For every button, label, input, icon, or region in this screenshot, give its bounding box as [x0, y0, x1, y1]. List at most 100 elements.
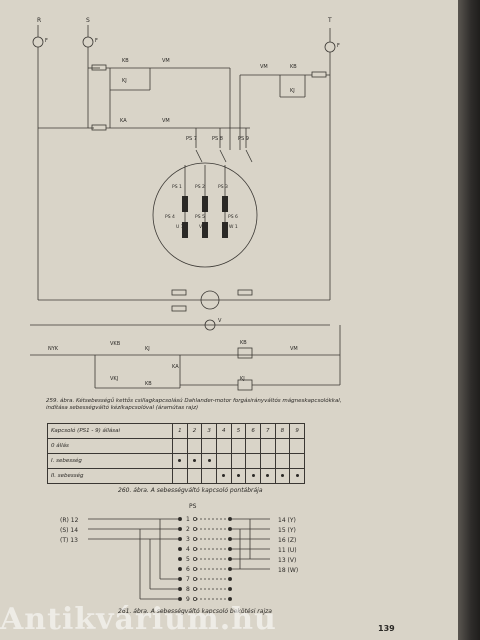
dot-marker	[192, 459, 196, 462]
contact-kb-1: KB	[122, 58, 129, 64]
contact-vm-1: VM	[162, 58, 170, 64]
dot-marker	[222, 474, 226, 477]
fuse-label-t: F	[337, 43, 340, 49]
contact-vm-3: VM	[260, 64, 268, 70]
table-cell	[186, 468, 203, 484]
control-kj-2: KJ	[240, 376, 245, 382]
table-cell	[245, 468, 261, 484]
ps-position-label: 3	[186, 536, 190, 543]
dahlander-motor-circuit-diagram: R S T F F F KB KJ VM KA VM VM KB KJ	[30, 17, 341, 391]
winding-label-v1: V 1	[199, 224, 207, 230]
winding-label-ps1: PS 1	[172, 184, 182, 190]
supply-label-t: T	[327, 17, 332, 24]
dot-marker	[251, 474, 255, 477]
control-kj-1: KJ	[145, 346, 150, 352]
winding-label-w1: W 1	[229, 224, 238, 230]
left-terminal-t: (T) 13	[60, 537, 78, 544]
control-kb-2: KB	[240, 340, 247, 346]
supply-label-s: S	[86, 17, 90, 24]
right-terminal-2: 15 (Y)	[278, 527, 296, 534]
switch-position-table: Kapcsoló (PS1 - 9) állásai 1 2 3 4 5 6 7…	[47, 423, 305, 484]
fuse-r	[32, 36, 44, 48]
figure-261-caption: 261. ábra. A sebességváltó kapcsoló bekö…	[118, 608, 272, 615]
winding-label-ps5: PS 5	[195, 214, 205, 220]
table-row-label: I. sebesség	[47, 453, 173, 469]
table-cell	[215, 453, 232, 469]
table-cell	[186, 453, 203, 469]
table-row: I. sebesség	[47, 453, 305, 469]
control-ka: KA	[172, 364, 179, 370]
watermark: Antikvárium.hu	[0, 602, 277, 637]
ps-position-label: 2	[186, 526, 190, 533]
ps-position-label: 5	[186, 556, 190, 563]
winding-label-u1: U 1	[176, 224, 184, 230]
control-vkb: VKB	[110, 341, 121, 347]
ps-position-label: 7	[186, 576, 190, 583]
figure-259-caption: 259. ábra. Kétsebességű kettős csillagka…	[46, 398, 342, 411]
table-header-cell: 4	[215, 423, 232, 439]
table-header-cell: 2	[186, 423, 203, 439]
ps-position-label: 1	[186, 516, 190, 523]
table-row-label: II. sebesség	[47, 468, 173, 484]
control-kb-1: KB	[145, 381, 152, 387]
table-header-cell: 6	[245, 423, 261, 439]
table-header-cell: 8	[274, 423, 291, 439]
right-terminal-4: 11 (U)	[278, 547, 297, 554]
dot-marker	[295, 474, 299, 477]
ps-position-label: 9	[186, 596, 190, 603]
table-header-cell: 3	[201, 423, 217, 439]
contact-ka: KA	[120, 118, 127, 124]
contact-vm-2: VM	[162, 118, 170, 124]
left-terminal-r: (R) 12	[60, 517, 79, 524]
left-terminal-s: (S) 14	[60, 527, 78, 534]
table-cell	[274, 438, 291, 454]
contact-kj-2: KJ	[290, 88, 295, 94]
table-cell	[289, 438, 305, 454]
table-cell	[172, 453, 188, 469]
fuse-t	[324, 41, 336, 53]
terminal-point	[177, 547, 182, 552]
winding-label-ps6: PS 6	[228, 214, 238, 220]
table-cell	[172, 468, 188, 484]
table-cell	[186, 438, 203, 454]
table-cell	[201, 438, 217, 454]
terminal-point	[177, 557, 182, 562]
contact-kj-1: KJ	[122, 78, 127, 84]
page-number: 139	[378, 624, 395, 633]
control-vkj: VKJ	[110, 376, 118, 382]
right-terminal-3: 16 (Z)	[278, 537, 296, 544]
table-row: II. sebesség	[47, 468, 305, 484]
dot-marker	[236, 474, 240, 477]
switch-label-ps8: PS 8	[212, 136, 223, 142]
table-cell	[201, 468, 217, 484]
table-header-cell: 5	[230, 423, 247, 439]
dot-marker	[178, 459, 182, 462]
table-cell	[245, 453, 261, 469]
terminal-point	[177, 567, 182, 572]
motor-circle	[152, 162, 258, 268]
ps-position-label: 4	[186, 546, 190, 553]
switch-label-ps7: PS 7	[186, 136, 197, 142]
table-cell	[259, 453, 276, 469]
fuse-label-r: F	[45, 38, 48, 44]
table-cell	[215, 438, 232, 454]
book-page: R S T F F F KB KJ VM KA VM VM KB KJ	[0, 0, 458, 640]
table-header-row: Kapcsoló (PS1 - 9) állásai 1 2 3 4 5 6 7…	[47, 423, 305, 439]
contact-kb-2: KB	[290, 64, 297, 70]
table-header-cell: Kapcsoló (PS1 - 9) állásai	[47, 423, 173, 439]
table-cell	[274, 453, 291, 469]
table-header-cell: 7	[259, 423, 276, 439]
supply-label-r: R	[37, 17, 41, 24]
table-cell	[245, 438, 261, 454]
table-cell	[289, 453, 305, 469]
table-header-cell: 9	[289, 423, 305, 439]
table-cell	[259, 438, 276, 454]
voltmeter-label: V	[218, 318, 222, 324]
table-cell	[274, 468, 291, 484]
switch-label-ps9: PS 9	[238, 136, 249, 142]
figure-260-caption: 260. ábra. A sebességváltó kapcsoló pont…	[118, 487, 263, 494]
winding-label-ps4: PS 4	[165, 214, 175, 220]
table-cell	[230, 453, 247, 469]
table-cell	[172, 438, 188, 454]
